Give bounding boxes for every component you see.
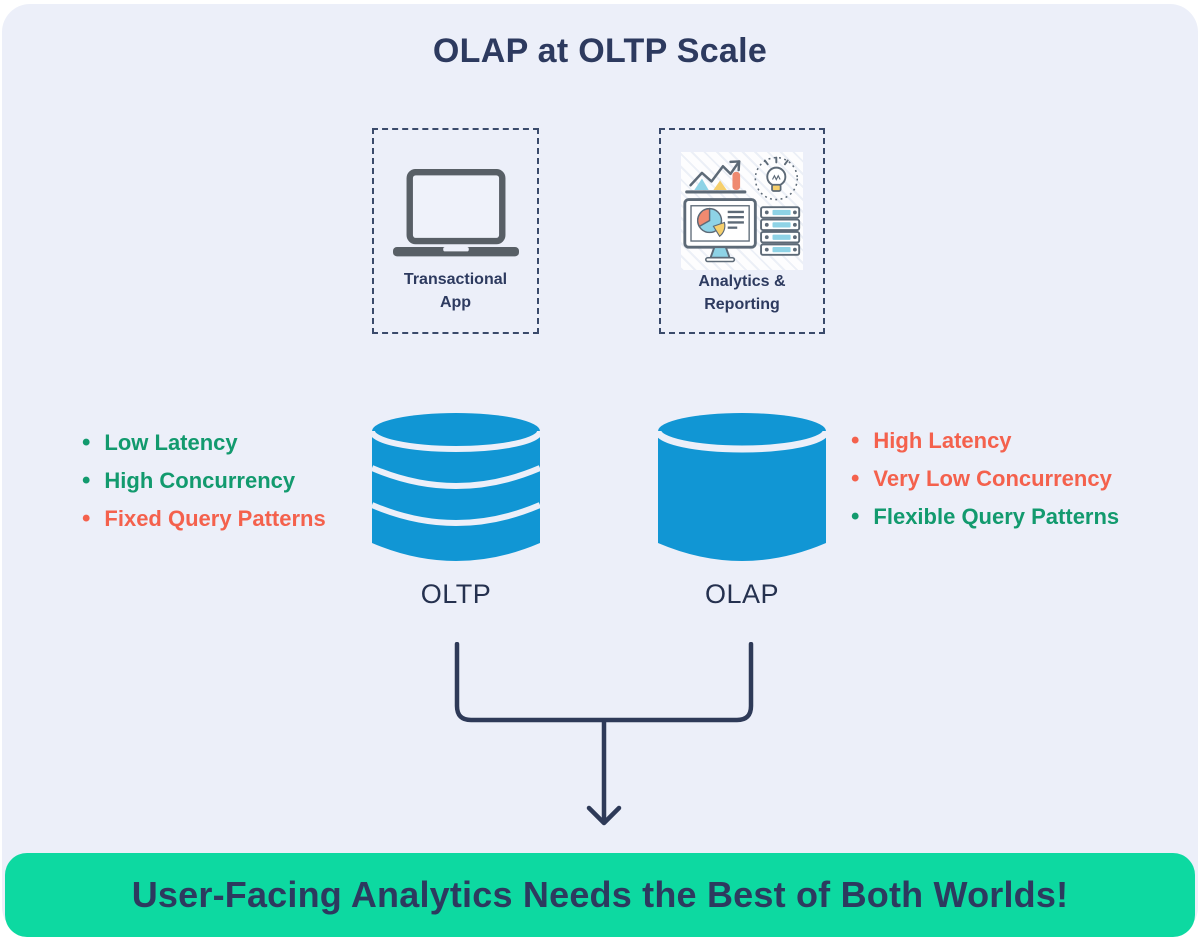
- bullet-icon: •: [851, 465, 860, 492]
- analytics-reporting-box: Analytics & Reporting: [659, 128, 825, 334]
- transactional-app-label: Transactional App: [403, 270, 508, 311]
- trait-item: • Fixed Query Patterns: [82, 500, 326, 538]
- trait-text: Very Low Concurrency: [873, 466, 1112, 491]
- bullet-icon: •: [82, 505, 91, 532]
- infographic-card: OLAP at OLTP Scale Transactional App: [2, 4, 1198, 937]
- merge-arrow-icon: [454, 642, 754, 826]
- database-cylinder-icon: [658, 413, 826, 561]
- olap-trait-list: • High Latency • Very Low Concurrency • …: [851, 422, 1119, 536]
- trait-text: High Concurrency: [104, 468, 296, 493]
- analytics-reporting-label: Analytics & Reporting: [698, 273, 786, 314]
- page-title: OLAP at OLTP Scale: [432, 32, 768, 70]
- trait-item: • Low Latency: [82, 424, 326, 462]
- trend-chart-icon: [685, 160, 747, 194]
- trait-item: • High Latency: [851, 422, 1119, 460]
- conclusion-banner-text: User-Facing Analytics Needs the Best of …: [131, 874, 1069, 915]
- analytics-illustration-icon: [681, 152, 803, 270]
- oltp-trait-list: • Low Latency • High Concurrency • Fixed…: [82, 424, 326, 538]
- trait-item: • Very Low Concurrency: [851, 460, 1119, 498]
- trait-text: Fixed Query Patterns: [104, 506, 326, 531]
- olap-label: OLAP: [704, 579, 780, 609]
- bullet-icon: •: [82, 429, 91, 456]
- laptop-icon: [392, 169, 519, 257]
- trait-item: • Flexible Query Patterns: [851, 498, 1119, 536]
- trait-text: Flexible Query Patterns: [873, 504, 1120, 529]
- server-stack-icon: [760, 206, 801, 256]
- conclusion-banner: User-Facing Analytics Needs the Best of …: [5, 853, 1195, 937]
- trait-text: High Latency: [873, 428, 1012, 453]
- database-cylinder-stacked-icon: [372, 413, 540, 561]
- trait-text: Low Latency: [104, 430, 238, 455]
- monitor-pie-chart-icon: [683, 198, 757, 263]
- olap-database: OLAP: [658, 413, 826, 610]
- bullet-icon: •: [851, 427, 860, 454]
- lightbulb-icon: [754, 156, 799, 201]
- trait-item: • High Concurrency: [82, 462, 326, 500]
- oltp-label: OLTP: [420, 579, 492, 609]
- transactional-app-box: Transactional App: [372, 128, 539, 334]
- oltp-database: OLTP: [372, 413, 540, 610]
- bullet-icon: •: [851, 503, 860, 530]
- bullet-icon: •: [82, 467, 91, 494]
